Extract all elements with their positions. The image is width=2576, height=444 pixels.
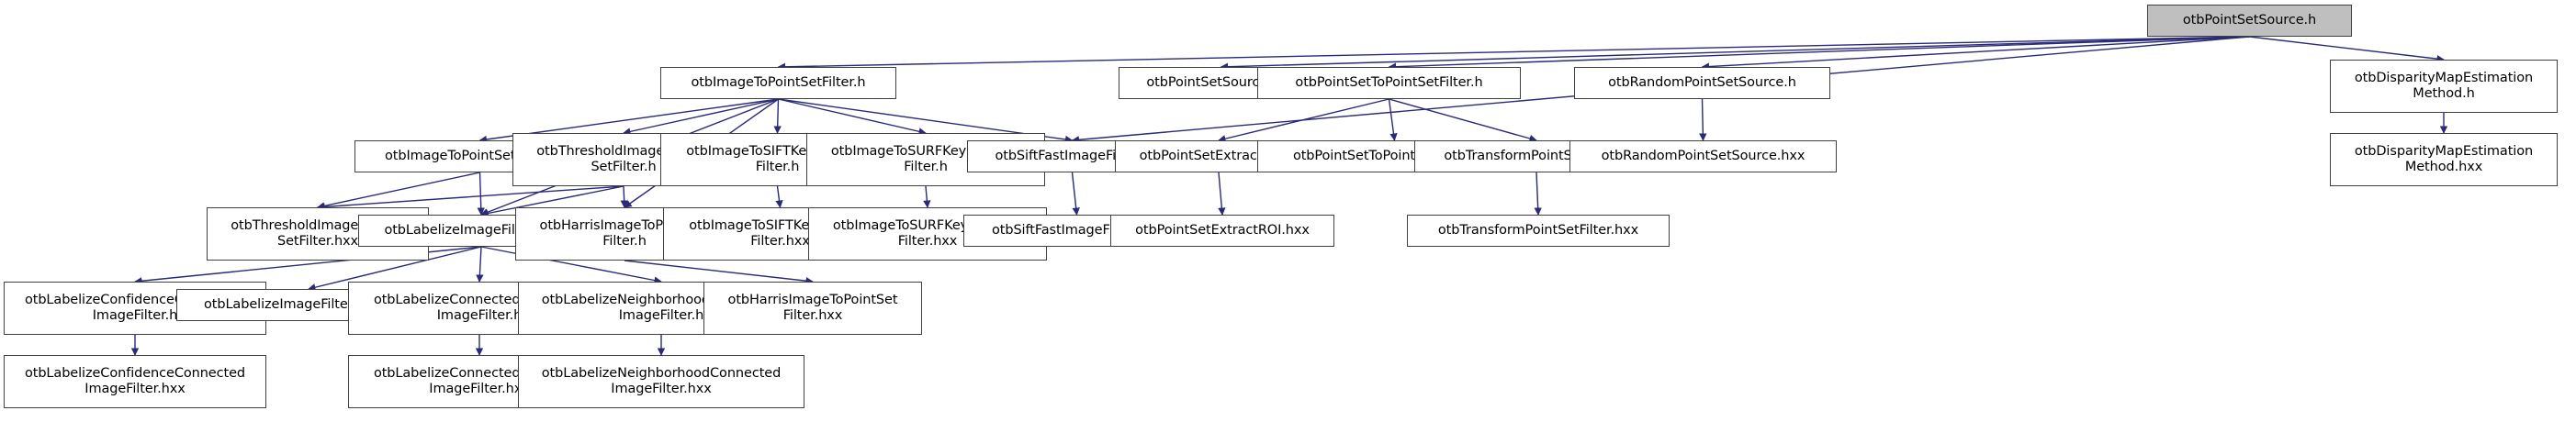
graph-edge [1071, 172, 1080, 216]
graph-node[interactable]: otbSiftFastImageFilter.h [967, 140, 1177, 172]
graph-edge [923, 185, 931, 208]
graph-node-root[interactable]: otbPointSetSource.h [2147, 5, 2352, 37]
graph-node-label: otbDisparityMapEstimation Method.hxx [2354, 144, 2534, 174]
graph-node[interactable]: otbLabelizeConfidenceConnected ImageFilt… [4, 355, 266, 408]
graph-node-label: otbHarrisImageToPointSet Filter.hxx [727, 293, 898, 323]
graph-edge [775, 185, 783, 208]
graph-edge [1534, 172, 1542, 216]
graph-edge [1389, 98, 1537, 143]
graph-node-label: otbPointSetSource.h [2182, 13, 2317, 28]
graph-node-label: otbRandomPointSetSource.hxx [1601, 149, 1805, 163]
graph-edge [1388, 36, 2250, 71]
graph-edge [1220, 36, 2250, 71]
graph-node[interactable]: otbLabelizeNeighborhoodConnected ImageFi… [518, 355, 804, 408]
graph-edge [317, 172, 480, 210]
graph-node[interactable]: otbDisparityMapEstimation Method.hxx [2330, 133, 2558, 186]
graph-edge [1701, 36, 2250, 71]
graph-node[interactable]: otbHarrisImageToPointSet Filter.hxx [703, 282, 922, 335]
graph-edge [778, 98, 927, 136]
graph-edge [317, 185, 624, 211]
graph-node[interactable]: otbPointSetExtractROI.hxx [1110, 215, 1334, 247]
graph-edge [1218, 172, 1226, 216]
graph-node[interactable]: otbDisparityMapEstimation Method.h [2330, 60, 2558, 113]
graph-node-label: otbPointSetExtractROI.hxx [1135, 223, 1310, 238]
graph-node[interactable]: otbImageToSURFKeyPointSet Filter.hxx [808, 207, 1047, 261]
graph-node[interactable]: otbImageToPointSetFilter.h [660, 67, 896, 99]
graph-edge [476, 246, 484, 283]
graph-node-label: otbTransformPointSetFilter.hxx [1437, 223, 1639, 238]
graph-node-label: otbLabelizeNeighborhoodConnected ImageFi… [541, 366, 782, 396]
graph-edge [773, 98, 782, 134]
graph-edge [477, 172, 485, 216]
graph-node-label: otbDisparityMapEstimation Method.h [2354, 71, 2534, 101]
graph-edge [1699, 98, 1707, 141]
graph-edge [1388, 98, 1398, 141]
graph-edge [624, 260, 814, 285]
graph-edge [623, 98, 779, 136]
graph-node[interactable]: otbRandomPointSetSource.h [1574, 67, 1830, 99]
graph-edge [2249, 36, 2445, 63]
graph-edge [777, 36, 2250, 72]
graph-node-label: otbPointSetToPointSetFilter.h [1295, 75, 1483, 90]
graph-node[interactable]: otbPointSetToPointSetFilter.h [1257, 67, 1521, 99]
graph-node[interactable]: otbRandomPointSetSource.hxx [1569, 140, 1837, 172]
graph-node[interactable]: otbTransformPointSetFilter.hxx [1407, 215, 1670, 247]
graph-node-label: otbImageToPointSetFilter.h [691, 75, 866, 90]
graph-edge [1218, 98, 1389, 143]
graph-node-label: otbSiftFastImageFilter.h [995, 149, 1150, 163]
graph-node-label: otbRandomPointSetSource.h [1608, 75, 1796, 90]
graph-node-label: otbLabelizeConfidenceConnected ImageFilt… [24, 366, 246, 396]
